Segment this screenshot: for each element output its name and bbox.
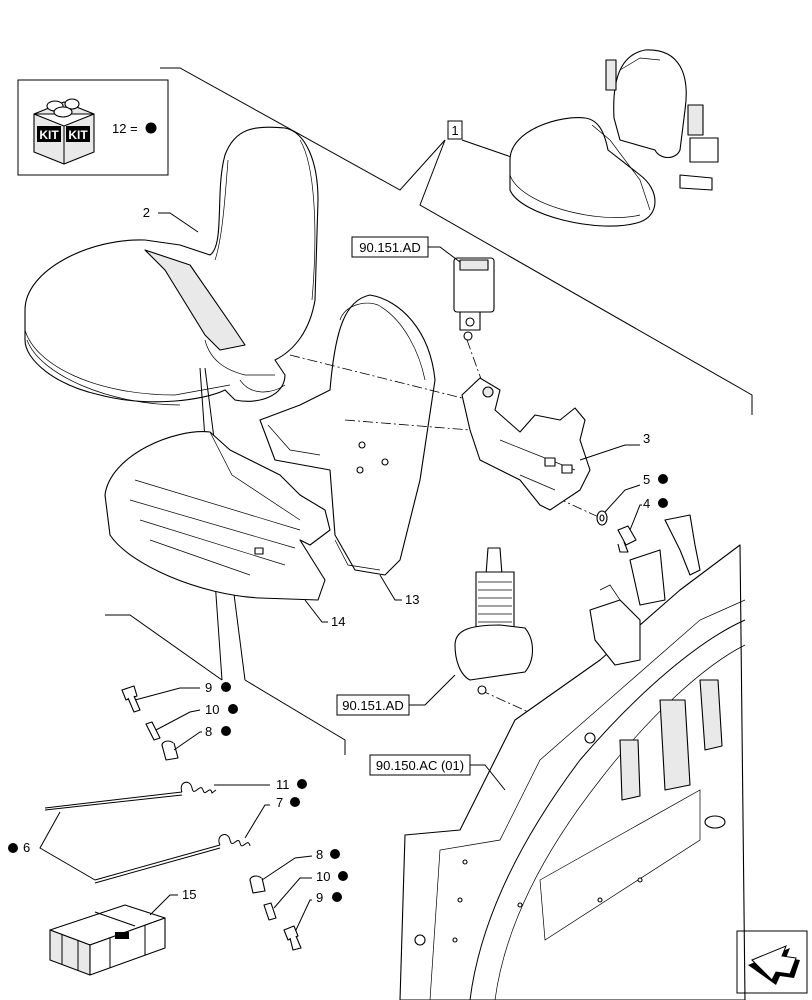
- kit-legend: KIT KIT 12 =: [17, 79, 169, 176]
- kit-box-icon: KIT KIT: [33, 98, 95, 165]
- navigation-arrow-icon[interactable]: [736, 930, 808, 994]
- reference-label-upper: 90.151.AD: [351, 236, 461, 263]
- callout-7: 7: [276, 795, 283, 810]
- leader-10-lower: [273, 877, 312, 909]
- bullet-11: [297, 779, 307, 789]
- bullet-9-upper: [221, 682, 231, 692]
- sleeve-part-10-upper: [145, 721, 161, 741]
- callout-1: 1: [447, 120, 463, 140]
- bullet-9-lower: [332, 892, 342, 902]
- reference-label-lower: 90.151.AD: [336, 674, 456, 716]
- bushing-part-8-upper: [161, 740, 179, 761]
- leader-10-upper: [155, 709, 201, 731]
- crate-icon: [49, 904, 166, 976]
- leader-6: [39, 811, 96, 881]
- leader-3: [579, 444, 640, 461]
- bolt-part-4: [617, 525, 637, 553]
- callout-3: 3: [643, 431, 650, 446]
- seat-cushion-part-2: [24, 126, 319, 406]
- ref-90-151-ad-upper: 90.151.AD: [359, 240, 420, 255]
- leader-2: [158, 212, 199, 233]
- bullet-5: [658, 474, 668, 484]
- svg-text:1: 1: [451, 123, 458, 138]
- bullet-10-lower: [338, 871, 348, 881]
- cab-frame-structure: [399, 514, 746, 1000]
- leader-15: [149, 894, 178, 916]
- bullet-4: [658, 498, 668, 508]
- assembled-seat-illustration: [509, 49, 719, 227]
- kit-text-right: KIT: [68, 128, 88, 142]
- seatbelt-buckle-upper: [453, 257, 495, 341]
- bullet-6: [8, 843, 18, 853]
- bullet-10-upper: [228, 704, 238, 714]
- base-plate-part-14: [104, 431, 331, 601]
- callout-5: 5: [643, 472, 650, 487]
- callout-11: 11: [276, 777, 290, 792]
- bushing-part-8-lower: [249, 875, 266, 894]
- bullet-7: [290, 797, 300, 807]
- sleeve-part-10-lower: [263, 902, 277, 921]
- leader-8-lower: [261, 855, 313, 881]
- callout-8-lower: 8: [316, 847, 323, 862]
- seatbelt-bracket-part-3: [461, 377, 591, 511]
- leader-5: [604, 484, 641, 513]
- bullet-8-upper: [221, 726, 231, 736]
- callout-13: 13: [405, 592, 419, 607]
- kit-bullet: [145, 122, 157, 134]
- reference-label-frame: 90.150.AC (01): [369, 754, 506, 791]
- callout-14: 14: [331, 614, 345, 629]
- callout-8-upper: 8: [205, 724, 212, 739]
- ref-90-150-ac-01: 90.150.AC (01): [376, 758, 464, 773]
- callout-9-upper: 9: [205, 680, 212, 695]
- kit-legend-text: 12 =: [112, 121, 138, 136]
- leader-9-upper: [134, 687, 200, 701]
- bolt-part-9-lower: [283, 925, 302, 951]
- leader-14: [304, 599, 328, 623]
- leader-8-upper: [173, 731, 202, 751]
- callout-2: 2: [143, 205, 150, 220]
- seatbelt-retractor-lower: [454, 547, 534, 695]
- kit-legend-frame: [17, 79, 169, 176]
- seat-pan-part-13: [259, 294, 436, 576]
- callout-10-lower: 10: [316, 869, 330, 884]
- washer-part-5: [596, 510, 608, 526]
- callout-9-lower: 9: [316, 890, 323, 905]
- leader-13: [379, 574, 402, 601]
- kit-text-left: KIT: [39, 128, 59, 142]
- callout-10-upper: 10: [205, 702, 219, 717]
- callout-4: 4: [643, 496, 650, 511]
- leader-9-lower: [295, 899, 312, 931]
- callout-15: 15: [182, 887, 196, 902]
- spring-part-11: [44, 781, 217, 811]
- callout-6: 6: [23, 840, 30, 855]
- bolt-part-9-upper: [121, 685, 141, 713]
- spring-part-7: [94, 834, 251, 884]
- leader-7: [244, 804, 270, 839]
- bullet-8-lower: [330, 849, 340, 859]
- leader-4: [629, 504, 642, 531]
- ref-90-151-ad-lower: 90.151.AD: [342, 698, 403, 713]
